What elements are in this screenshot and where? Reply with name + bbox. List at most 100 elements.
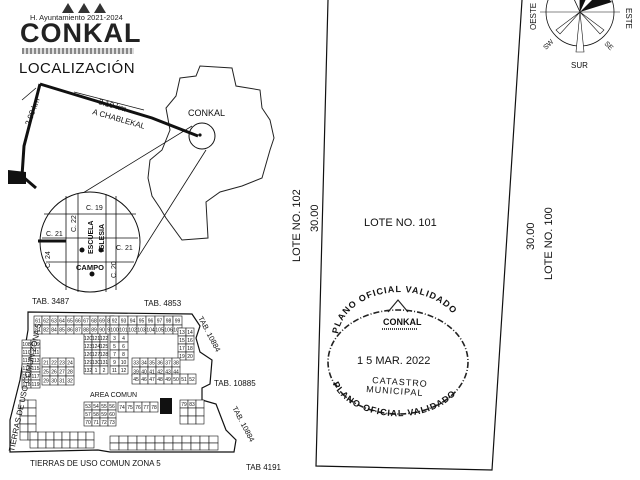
- parcel-lot: [195, 407, 205, 417]
- tab-label-1: TAB. 3487: [32, 297, 70, 306]
- parcel-lot-number: 47: [149, 377, 155, 383]
- parcel-lot-number: 96: [148, 319, 154, 325]
- parcel-lot-number: 4: [122, 336, 125, 342]
- parcel-lot-number: 86: [67, 328, 73, 334]
- parcel-lot-number: 37: [165, 361, 171, 367]
- parcel-lot: [149, 401, 159, 413]
- parcel-lot: [163, 442, 174, 451]
- dim-left-label: 30.00: [309, 204, 321, 232]
- parcel-lot-number: 73: [109, 420, 115, 426]
- parcel-lot-number: 41: [149, 370, 155, 376]
- parcel-lot: [127, 435, 138, 444]
- parcel-lot: [181, 442, 192, 451]
- parcel-lot: [45, 439, 55, 449]
- zone-label-bottom: TIERRAS DE USO COMUN ZONA 5: [30, 459, 161, 468]
- compass-west: OESTE: [529, 3, 538, 30]
- logo-wordmark: CONKAL: [20, 18, 142, 48]
- inset-place-campo: CAMPO: [76, 263, 104, 272]
- dim-right-label: 30.00: [525, 222, 537, 250]
- parcel-lot-number: 1: [95, 368, 98, 374]
- parcel-lot: [37, 439, 47, 449]
- parcel-lot-number: 106: [164, 328, 173, 334]
- parcel-lot-number: 81: [35, 328, 41, 334]
- logo-emblem: [58, 0, 126, 13]
- parcel-lot-number: 14: [187, 330, 193, 336]
- parcel-lot-number: 30: [51, 379, 57, 385]
- parcel-lot-number: 131: [100, 360, 109, 366]
- parcel-lot: [208, 442, 219, 451]
- parcel-lot-number: 32: [67, 379, 73, 385]
- inset-street-1: C. 19: [86, 205, 103, 212]
- main-plan: LOTE NO. 101 LOTE NO. 102 30.00 30.00 LO…: [291, 0, 555, 471]
- tab-label-4: TAB. 10885: [214, 379, 256, 388]
- parcel-lot-number: 125: [100, 344, 109, 350]
- campo-dot: [89, 271, 95, 277]
- parcel-lot: [77, 439, 87, 449]
- parcel-lot: [136, 442, 147, 451]
- parcel-lot-number: 132: [84, 368, 93, 374]
- parcel-lot-number: 72: [101, 420, 107, 426]
- parcel-lot-number: 114: [23, 366, 31, 372]
- compass-east: ESTE: [624, 8, 633, 29]
- parcel-lot: [127, 442, 138, 451]
- location-map: 3.10 km A CHABLEKAL 2.00 km CONKAL C. 19…: [8, 65, 275, 293]
- compass-sw: SW: [542, 38, 555, 51]
- parcel-lot-number: 6: [122, 344, 125, 350]
- parcel-lot-number: 129: [84, 360, 93, 366]
- parcel-lot: [27, 415, 37, 425]
- parcel-lot-number: 77: [143, 405, 149, 411]
- parcel-lot-number: 34: [141, 361, 147, 367]
- parcel-lot-number: 3: [113, 336, 116, 342]
- parcel-lot-number: 12: [121, 368, 127, 374]
- parcel-lot-number: 5: [113, 344, 116, 350]
- stamp-logo-icon: [387, 299, 409, 313]
- parcel-lot-number: 49: [165, 377, 171, 383]
- parcel-lot: [69, 431, 79, 441]
- parcel-lot: [195, 415, 205, 425]
- compass-needle-e: [580, 0, 586, 12]
- parcel-lot-number: 28: [67, 370, 73, 376]
- parcel-lot-number: 119: [32, 382, 40, 388]
- parcel-lot: [136, 435, 147, 444]
- parcel-lot: [27, 423, 37, 433]
- parcel-lot-number: 85: [59, 328, 65, 334]
- parcel-lot-number: 36: [157, 361, 163, 367]
- compass-rose: OESTE ESTE SUR SW SE: [529, 0, 633, 70]
- parcel-lot-number: 24: [67, 361, 73, 367]
- parcel-lot-number: 23: [59, 361, 65, 367]
- tab-label-2: TAB. 4853: [144, 299, 182, 308]
- lot-right-label: LOTE NO. 100: [543, 207, 555, 280]
- parcel-lot: [107, 417, 117, 427]
- parcel-grid: 6162636465666768698081828485868788899091…: [19, 315, 219, 451]
- parcel-lot-number: 116: [23, 374, 31, 380]
- parcel-lot-number: 128: [100, 352, 109, 358]
- parcel-lot-number: 33: [133, 361, 139, 367]
- parcel-lot-number: 121: [92, 336, 101, 342]
- lot-left-label: LOTE NO. 102: [291, 189, 303, 262]
- parcel-lot: [29, 439, 39, 449]
- inset-place-church: IGLESIA: [99, 224, 106, 252]
- parcel-lot-number: 88: [83, 328, 89, 334]
- parcel-lot-number: 98: [166, 319, 172, 325]
- parcel-lot-number: 76: [135, 405, 141, 411]
- inset-connector-2: [129, 149, 207, 271]
- parcel-lot: [187, 373, 197, 385]
- parcel-lot-number: 67: [83, 319, 89, 325]
- parcel-lot: [30, 379, 41, 389]
- logo-underline: [22, 48, 134, 54]
- parcel-lot-number: 103: [137, 328, 146, 334]
- inset-street-6: C. 20: [111, 261, 118, 278]
- inset-street-3: C. 21: [46, 231, 63, 238]
- parcel-lot-number: 11: [112, 368, 117, 374]
- parcel-lot: [61, 439, 71, 449]
- parcel-lot-number: 29: [43, 379, 49, 385]
- area-comun-label: AREA COMUN: [90, 392, 137, 399]
- parcel-outline: [9, 311, 237, 453]
- parcel-lot: [145, 435, 156, 444]
- parcel-lot: [190, 442, 201, 451]
- parcel-lot-number: 16: [187, 338, 193, 344]
- highlight-lot: [160, 398, 172, 414]
- parcel-lot-number: 17: [179, 346, 185, 352]
- parcel-lot-number: 26: [51, 370, 57, 376]
